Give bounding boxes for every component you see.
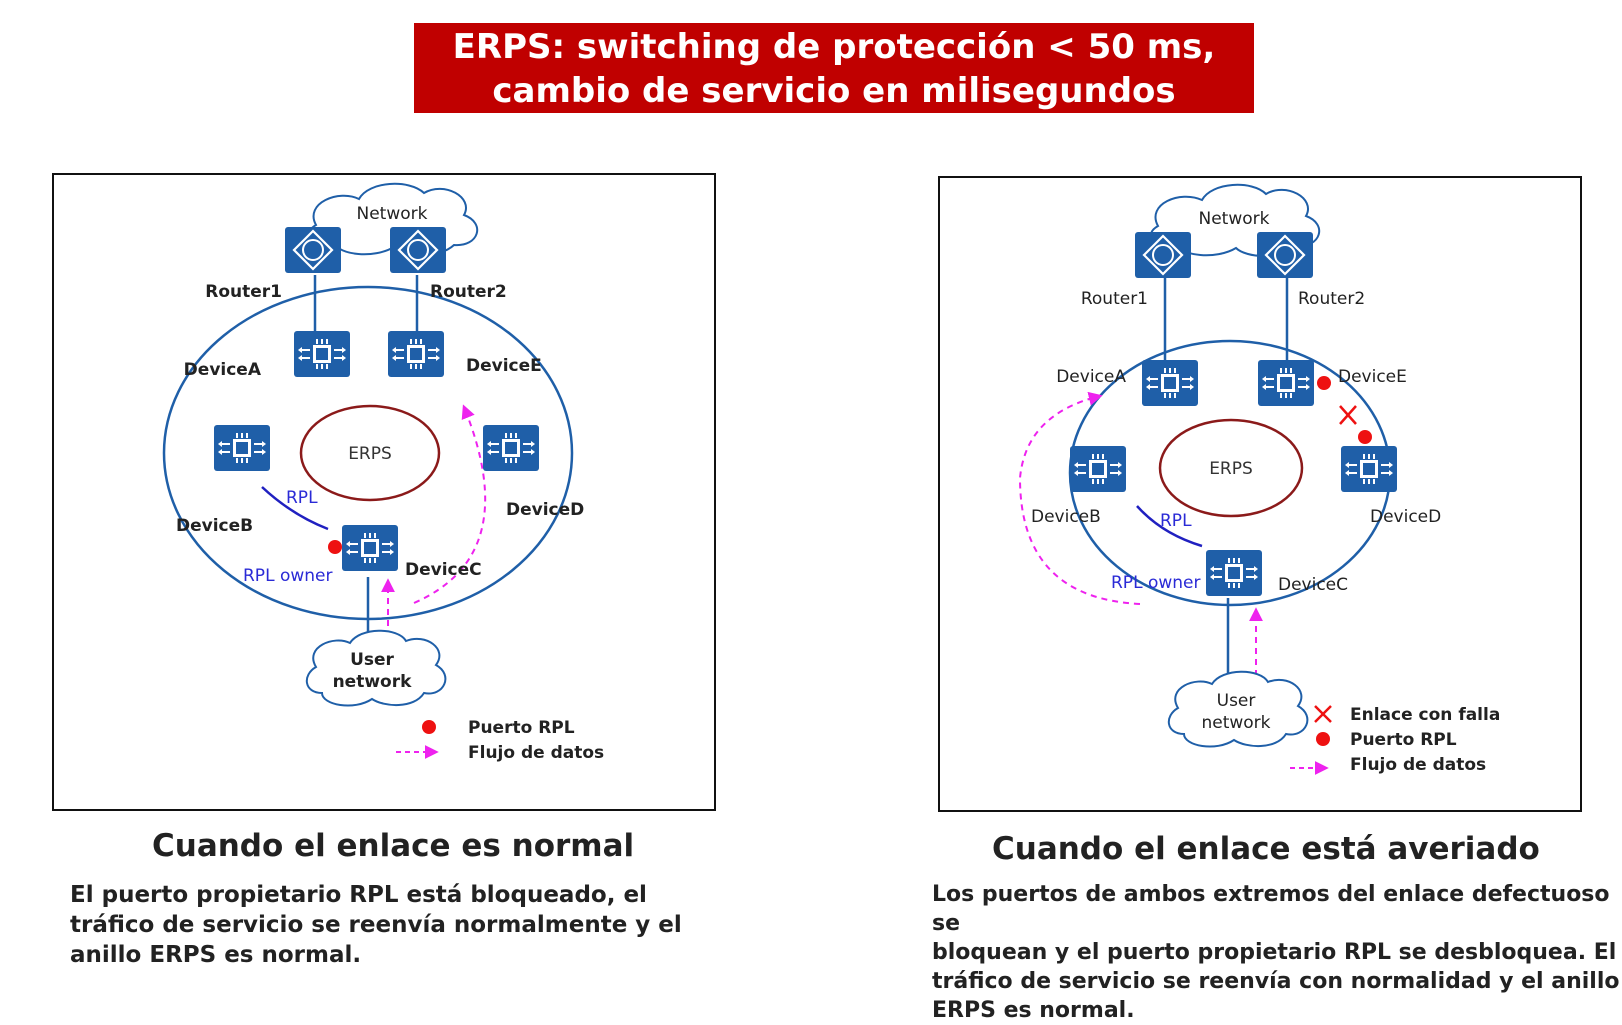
right-caption-line-2: bloquean y el puerto propietario RPL se … xyxy=(932,940,1617,965)
rpl-label: RPL xyxy=(286,488,318,508)
deviceB-switch-icon xyxy=(1070,446,1126,492)
normal-topology-svg: Network ERPS RPL Router1 Router2 DeviceA… xyxy=(162,182,604,763)
user-network-label-1: User xyxy=(1217,691,1256,711)
deviceA-label: DeviceA xyxy=(1056,367,1126,387)
deviceD-switch-icon xyxy=(483,425,539,471)
router1-label: Router1 xyxy=(205,282,282,302)
erps-ellipse xyxy=(299,404,441,502)
faulty-link-port-dot-deviceD xyxy=(1358,430,1372,444)
legend-rpl-port-label: Puerto RPL xyxy=(468,718,575,738)
deviceB-switch-icon xyxy=(214,425,270,471)
deviceC-switch-icon xyxy=(342,525,398,571)
rpl-label: RPL xyxy=(1160,511,1192,531)
deviceD-label: DeviceD xyxy=(1370,507,1441,527)
rpl-arc xyxy=(1136,505,1203,548)
fault-x-icon xyxy=(1339,405,1357,425)
right-caption-title: Cuando el enlace está averiado xyxy=(992,831,1540,867)
left-caption-line-2: tráfico de servicio se reenvía normalmen… xyxy=(70,912,682,938)
data-flow-ring xyxy=(1018,391,1141,605)
user-network-label-1: User xyxy=(350,650,394,670)
deviceC-label: DeviceC xyxy=(405,560,482,580)
erps-label: ERPS xyxy=(1209,459,1253,479)
router2-label: Router2 xyxy=(1298,289,1365,309)
deviceC-label: DeviceC xyxy=(1278,575,1348,595)
diagram-normal-link: Network ERPS RPL Router1 Router2 DeviceA… xyxy=(52,173,716,811)
legend: Puerto RPL Flujo de datos xyxy=(396,718,604,763)
deviceD-label: DeviceD xyxy=(506,500,584,520)
network-label: Network xyxy=(1199,209,1270,229)
title-banner: ERPS: switching de protección < 50 ms, c… xyxy=(414,23,1254,113)
right-caption-line-4: ERPS es normal. xyxy=(932,998,1135,1023)
user-network-cloud: User network xyxy=(1168,670,1309,748)
user-network-label-2: network xyxy=(333,672,413,692)
legend-rpl-port-dot xyxy=(422,720,436,734)
rpl-owner-port-dot xyxy=(328,540,342,554)
router2-icon xyxy=(390,227,446,273)
erps-ellipse xyxy=(1158,418,1304,518)
title-line-2: cambio de servicio en milisegundos xyxy=(492,71,1176,111)
router2-label: Router2 xyxy=(430,282,507,302)
deviceE-label: DeviceE xyxy=(1338,367,1407,387)
left-caption-line-3: anillo ERPS es normal. xyxy=(70,942,362,968)
faulty-topology-svg: Network ERPS RPL Router1 Router2 DeviceA… xyxy=(1018,183,1500,775)
deviceB-label: DeviceB xyxy=(176,516,253,536)
network-label: Network xyxy=(357,204,428,224)
legend-rpl-port-dot xyxy=(1316,732,1330,746)
deviceC-switch-icon xyxy=(1206,550,1262,596)
left-caption-line-1: El puerto propietario RPL está bloqueado… xyxy=(70,882,647,908)
legend-faulty-link-label: Enlace con falla xyxy=(1350,705,1500,725)
right-caption-text: Los puertos de ambos extremos del enlace… xyxy=(932,880,1622,1025)
data-flow-ring xyxy=(413,404,487,604)
erps-label: ERPS xyxy=(348,444,392,464)
deviceB-label: DeviceB xyxy=(1031,507,1101,527)
diagram-faulty-link: Network ERPS RPL Router1 Router2 DeviceA… xyxy=(938,176,1582,812)
legend-fault-x-icon xyxy=(1314,705,1332,723)
deviceA-switch-icon xyxy=(1142,360,1198,406)
router1-label: Router1 xyxy=(1081,289,1148,309)
right-caption-line-1: Los puertos de ambos extremos del enlace… xyxy=(932,882,1610,936)
deviceE-label: DeviceE xyxy=(466,356,542,376)
user-network-cloud: User network xyxy=(306,629,447,707)
rpl-owner-label: RPL owner xyxy=(243,566,332,586)
rpl-owner-label: RPL owner xyxy=(1111,573,1200,593)
faulty-link-port-dot-deviceE xyxy=(1317,376,1331,390)
legend-rpl-port-label: Puerto RPL xyxy=(1350,730,1457,750)
router1-icon xyxy=(1135,232,1191,278)
deviceA-switch-icon xyxy=(294,331,350,377)
legend-data-flow-label: Flujo de datos xyxy=(468,743,604,763)
deviceE-switch-icon xyxy=(388,331,444,377)
legend-data-flow-label: Flujo de datos xyxy=(1350,755,1486,775)
rpl-arc xyxy=(261,486,329,531)
right-caption-line-3: tráfico de servicio se reenvía con norma… xyxy=(932,969,1620,994)
left-caption-title: Cuando el enlace es normal xyxy=(152,828,635,864)
title-line-1: ERPS: switching de protección < 50 ms, xyxy=(452,27,1216,67)
deviceD-switch-icon xyxy=(1341,446,1397,492)
legend: Enlace con falla Puerto RPL Flujo de dat… xyxy=(1290,705,1500,775)
router2-icon xyxy=(1257,232,1313,278)
left-caption-text: El puerto propietario RPL está bloqueado… xyxy=(70,880,682,970)
deviceA-label: DeviceA xyxy=(184,360,262,380)
router1-icon xyxy=(285,227,341,273)
deviceE-switch-icon xyxy=(1258,360,1314,406)
user-network-label-2: network xyxy=(1201,713,1270,733)
